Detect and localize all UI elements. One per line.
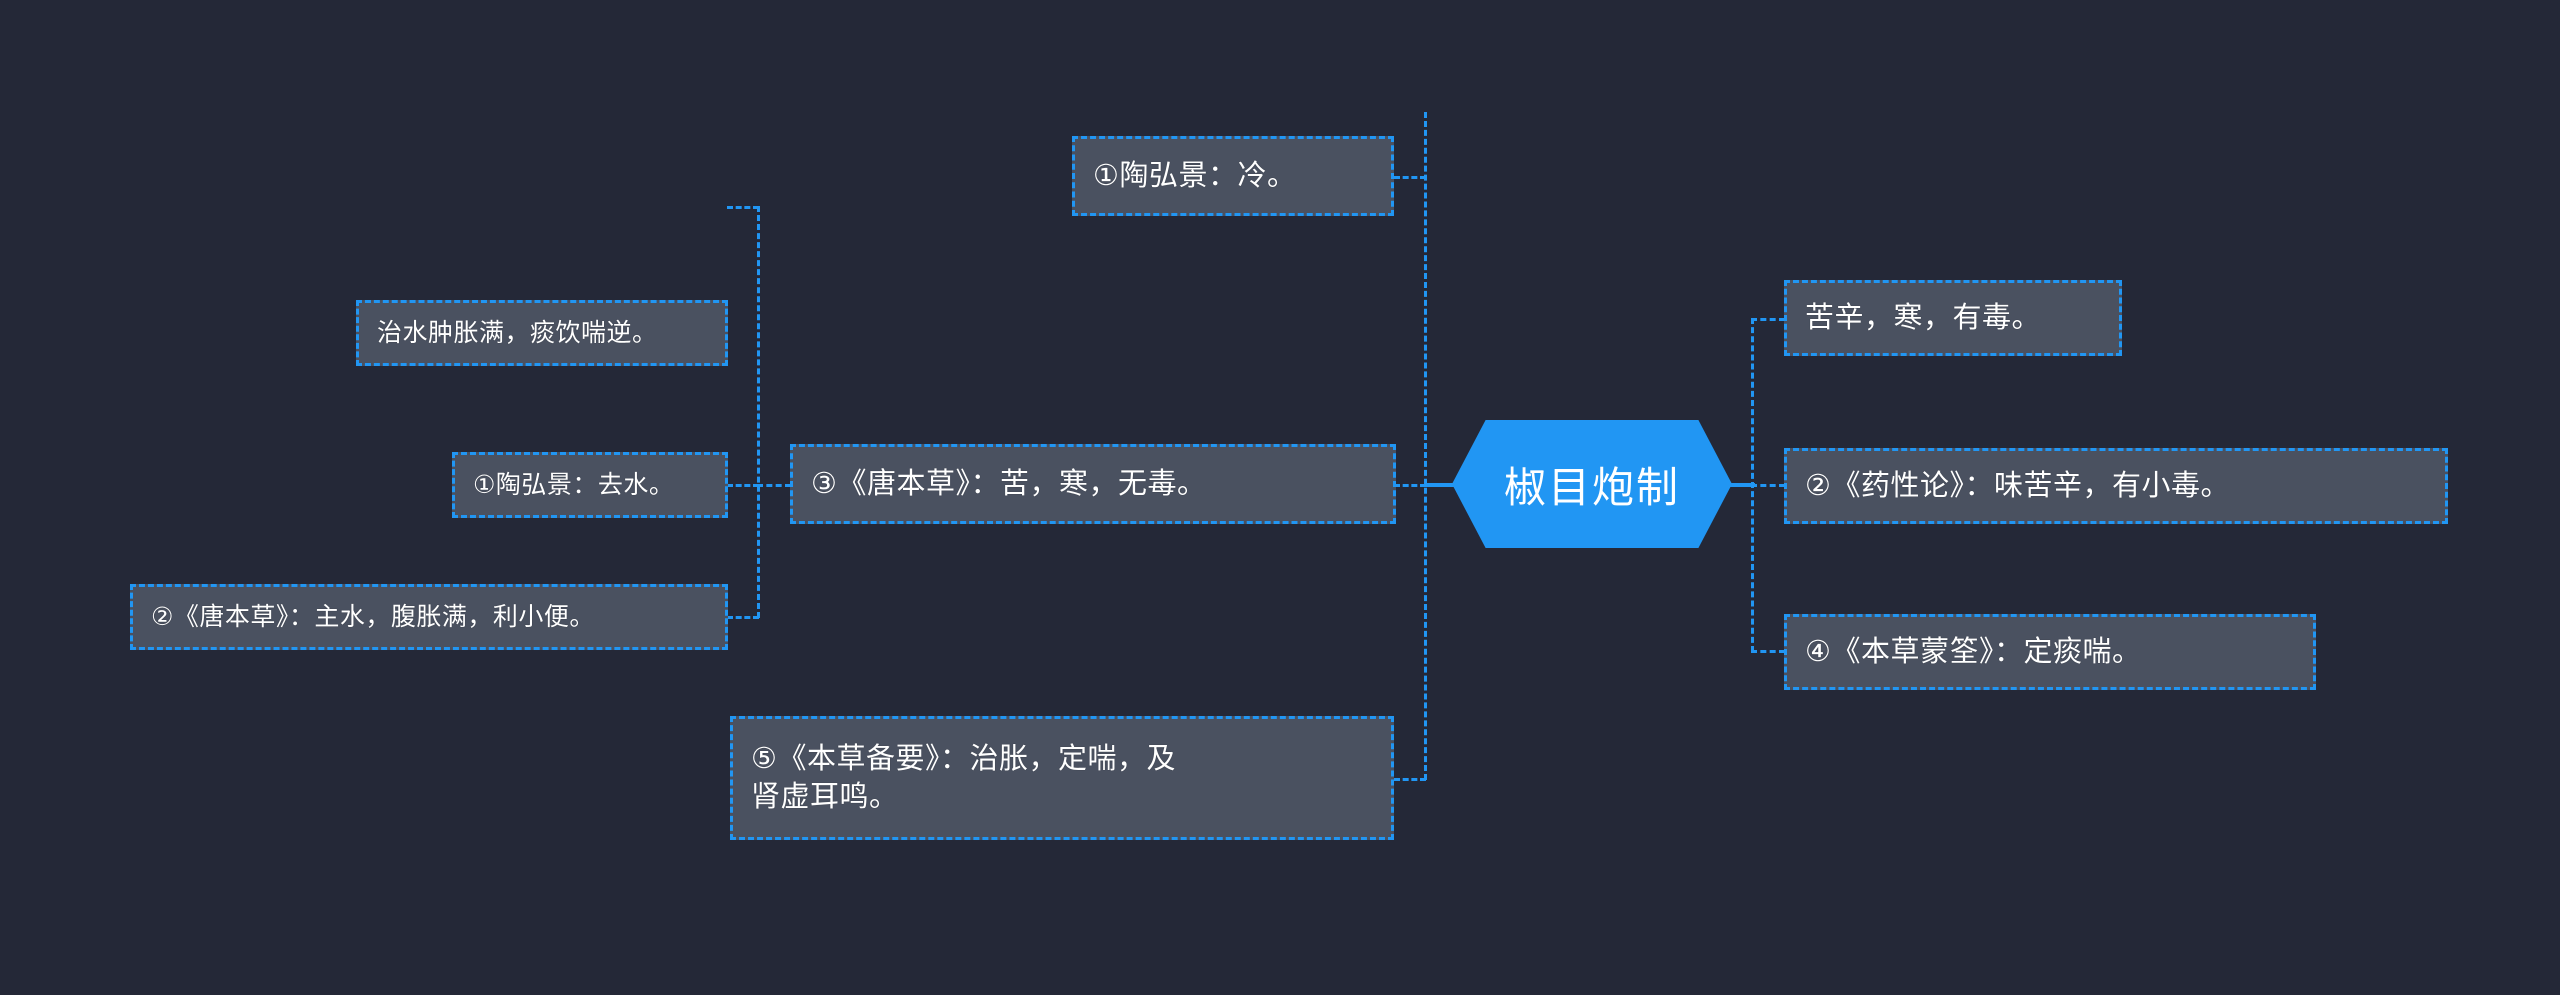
root-node-jiaomu-paozhi[interactable]: 椒目炮制: [1452, 420, 1732, 548]
connector-left-sub-branch-3: [727, 616, 759, 619]
node-top-tao-hongjing-cold[interactable]: ①陶弘景：冷。: [1072, 136, 1394, 216]
node-left-sub-tangbencao-main-water[interactable]: ②《唐本草》：主水，腹胀满，利小便。: [130, 584, 728, 650]
connector-left-sub-branch-2: [727, 484, 759, 487]
connector-bottom-branch: [1394, 778, 1426, 781]
connector-left-sub-branch-1: [727, 206, 759, 209]
connector-left-sub-trunk: [757, 206, 760, 618]
connector-left-trunk: [1424, 112, 1427, 780]
node-left-sub-tao-hongjing-remove-water[interactable]: ①陶弘景：去水。: [452, 452, 728, 518]
connector-right-branch-2: [1751, 484, 1785, 487]
node-right-bitter-pungent-cold-toxic[interactable]: 苦辛，寒，有毒。: [1784, 280, 2122, 356]
node-right-bencaomengquan[interactable]: ④《本草蒙筌》：定痰喘。: [1784, 614, 2316, 690]
connector-right-branch-3: [1751, 650, 1785, 653]
connector-root-left-stub: [1424, 483, 1458, 487]
connector-left-sub-to-node3: [757, 484, 791, 487]
connector-right-branch-1: [1751, 318, 1785, 321]
node-left-tangbencao-bitter-cold-nontoxic[interactable]: ③《唐本草》：苦，寒，无毒。: [790, 444, 1396, 524]
node-left-sub-treat-edema[interactable]: 治水肿胀满，痰饮喘逆。: [356, 300, 728, 366]
node-bottom-bencaobeiyao[interactable]: ⑤《本草备要》：治胀，定喘，及 肾虚耳鸣。: [730, 716, 1394, 840]
connector-root-right-stub: [1721, 483, 1755, 487]
node-right-yaoxinglun[interactable]: ②《药性论》：味苦辛，有小毒。: [1784, 448, 2448, 524]
connector-left-branch: [1394, 484, 1426, 487]
connector-top-branch: [1394, 176, 1426, 179]
